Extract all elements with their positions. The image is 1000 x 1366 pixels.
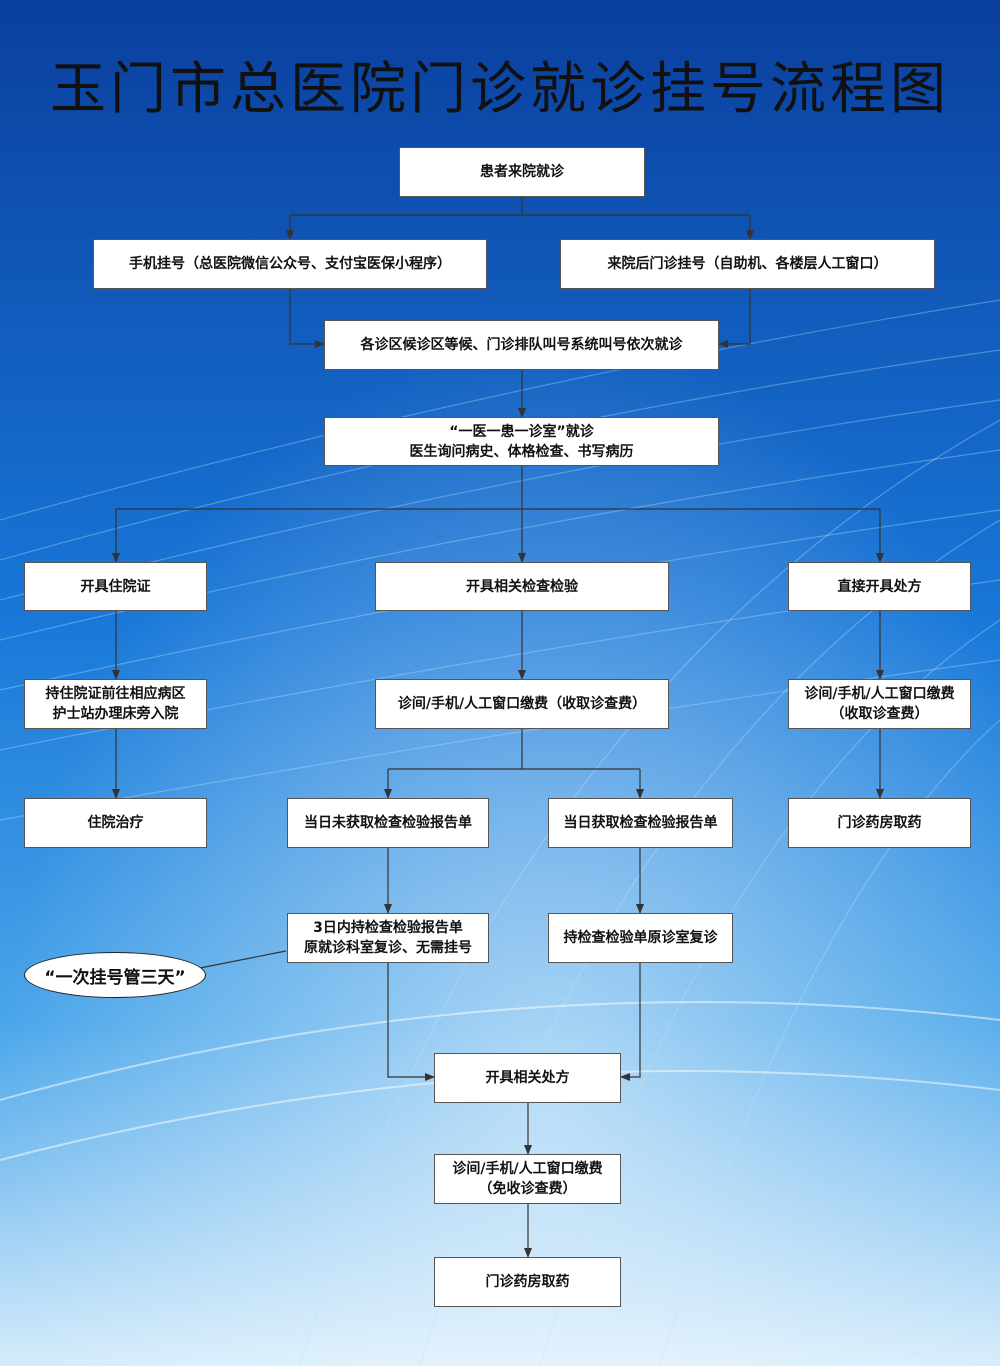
related-prescription-text: 开具相关处方 bbox=[485, 1070, 570, 1086]
prescription-payment-node: 诊间/手机/人工窗口缴费 （收取诊查费） bbox=[788, 679, 971, 729]
prescription-payment-line1: 诊间/手机/人工窗口缴费 bbox=[804, 686, 955, 702]
callout-oval: “一次挂号管三天” bbox=[24, 952, 206, 998]
pharmacy-final-text: 门诊药房取药 bbox=[485, 1274, 570, 1290]
exam-payment-text: 诊间/手机/人工窗口缴费（收取诊查费） bbox=[397, 696, 647, 712]
final-payment-line1: 诊间/手机/人工窗口缴费 bbox=[452, 1161, 603, 1177]
report-same-day-text: 当日获取检查检验报告单 bbox=[563, 815, 718, 831]
onsite-registration-node: 来院后门诊挂号（自助机、各楼层人工窗口） bbox=[560, 239, 935, 289]
start-node: 患者来院就诊 bbox=[399, 147, 645, 197]
inpatient-treatment-node: 住院治疗 bbox=[24, 798, 207, 848]
related-prescription-node: 开具相关处方 bbox=[434, 1053, 621, 1103]
pharmacy-right-text: 门诊药房取药 bbox=[837, 815, 922, 831]
waiting-text: 各诊区候诊区等候、门诊排队叫号系统叫号依次就诊 bbox=[360, 337, 683, 353]
revisit-within-3-days-node: 3日内持检查检验报告单 原就诊科室复诊、无需挂号 bbox=[287, 913, 489, 963]
start-node-text: 患者来院就诊 bbox=[480, 164, 564, 180]
exam-order-text: 开具相关检查检验 bbox=[466, 578, 578, 595]
final-payment-node: 诊间/手机/人工窗口缴费 （免收诊查费） bbox=[434, 1154, 621, 1204]
page-title: 玉门市总医院门诊就诊挂号流程图 bbox=[50, 57, 950, 122]
report-same-day-node: 当日获取检查检验报告单 bbox=[548, 798, 733, 848]
admission-certificate-text: 开具住院证 bbox=[80, 578, 151, 595]
revisit-same-day-node: 持检查检验单原诊室复诊 bbox=[548, 913, 733, 963]
final-payment-line2: （免收诊查费） bbox=[478, 1181, 577, 1197]
consultation-text-line1: “一医一患一诊室”就诊 bbox=[449, 423, 594, 440]
direct-prescription-node: 直接开具处方 bbox=[788, 562, 971, 611]
revisit-within-3-days-line1: 3日内持检查检验报告单 bbox=[313, 920, 463, 936]
waiting-node: 各诊区候诊区等候、门诊排队叫号系统叫号依次就诊 bbox=[324, 320, 719, 370]
admission-procedure-line2: 护士站办理床旁入院 bbox=[52, 706, 179, 722]
report-not-same-day-node: 当日未获取检查检验报告单 bbox=[287, 798, 489, 848]
mobile-registration-text: 手机挂号（总医院微信公众号、支付宝医保小程序） bbox=[129, 256, 451, 272]
onsite-registration-text: 来院后门诊挂号（自助机、各楼层人工窗口） bbox=[607, 256, 888, 272]
report-not-same-day-text: 当日未获取检查检验报告单 bbox=[304, 815, 472, 831]
consultation-text-line2: 医生询问病史、体格检查、书写病历 bbox=[409, 443, 634, 460]
admission-procedure-line1: 持住院证前往相应病区 bbox=[45, 686, 186, 702]
inpatient-treatment-text: 住院治疗 bbox=[87, 815, 144, 831]
revisit-same-day-text: 持检查检验单原诊室复诊 bbox=[563, 930, 718, 946]
callout-text: “一次挂号管三天” bbox=[44, 967, 186, 988]
direct-prescription-text: 直接开具处方 bbox=[837, 578, 922, 595]
exam-order-node: 开具相关检查检验 bbox=[375, 562, 669, 611]
revisit-within-3-days-line2: 原就诊科室复诊、无需挂号 bbox=[304, 940, 472, 956]
prescription-payment-line2: （收取诊查费） bbox=[830, 706, 929, 722]
pharmacy-final-node: 门诊药房取药 bbox=[434, 1257, 621, 1307]
mobile-registration-node: 手机挂号（总医院微信公众号、支付宝医保小程序） bbox=[93, 239, 487, 289]
admission-certificate-node: 开具住院证 bbox=[24, 562, 207, 611]
admission-procedure-node: 持住院证前往相应病区 护士站办理床旁入院 bbox=[24, 679, 207, 729]
pharmacy-right-node: 门诊药房取药 bbox=[788, 798, 971, 848]
consultation-node: “一医一患一诊室”就诊 医生询问病史、体格检查、书写病历 bbox=[324, 417, 719, 466]
exam-payment-node: 诊间/手机/人工窗口缴费（收取诊查费） bbox=[375, 679, 669, 729]
